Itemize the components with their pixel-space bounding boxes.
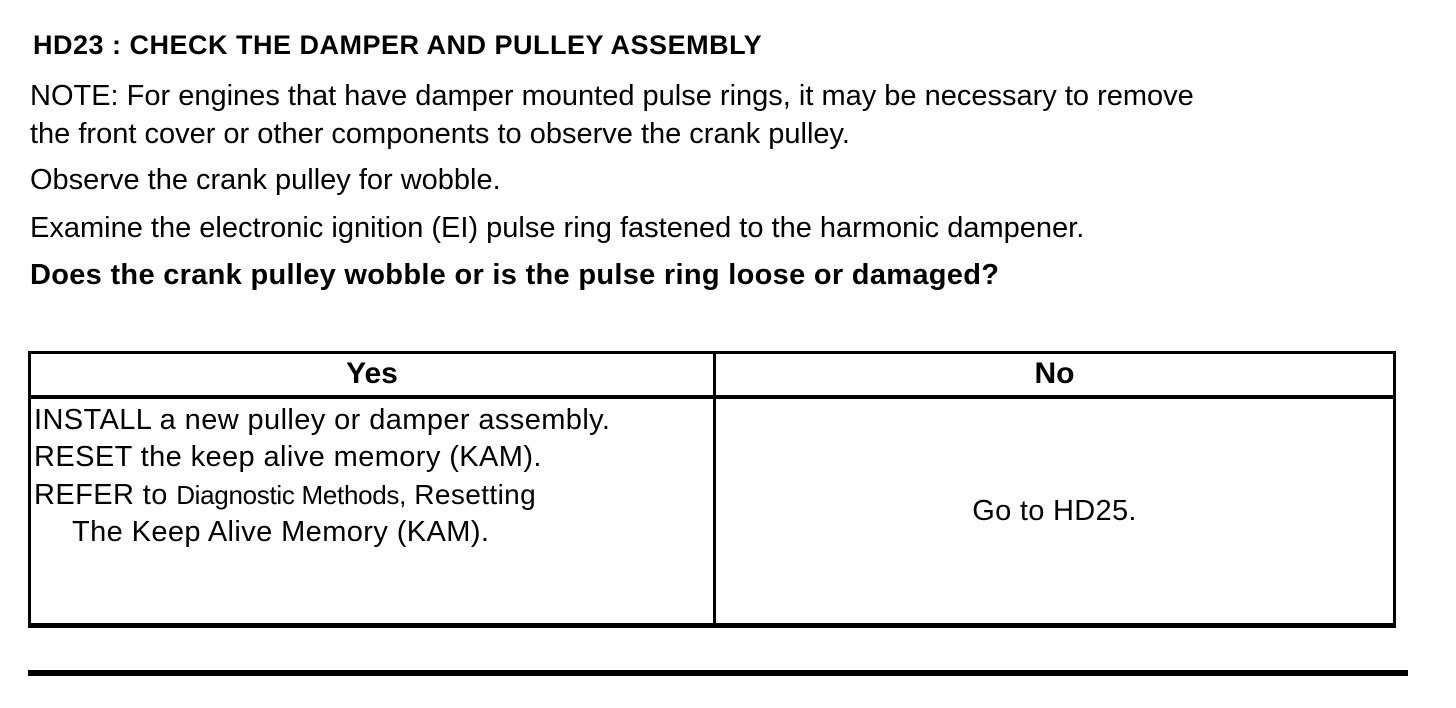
note-line-1: NOTE: For engines that have damper mount… — [30, 80, 1194, 112]
yes-action-refer: REFER to Diagnostic Methods, Resetting — [34, 476, 711, 514]
note-paragraph: NOTE: For engines that have damper mount… — [30, 77, 1194, 153]
decision-table-header-row: Yes No — [31, 354, 1393, 399]
yes-column-header: Yes — [31, 354, 716, 395]
note-line-2: the front cover or other components to o… — [30, 118, 850, 150]
refer-prefix: REFER to — [34, 479, 177, 511]
procedure-heading: HD23 : CHECK THE DAMPER AND PULLEY ASSEM… — [33, 30, 763, 60]
refer-continuation: The Keep Alive Memory (KAM). — [72, 516, 490, 548]
refer-suffix: Resetting — [406, 479, 537, 510]
no-action-goto: Go to HD25. — [972, 494, 1137, 527]
decision-question: Does the crank pulley wobble or is the p… — [30, 259, 1000, 291]
yes-action-cell: INSTALL a new pulley or damper assembly.… — [31, 399, 716, 623]
no-action-cell: Go to HD25. — [716, 399, 1393, 623]
decision-table: Yes No INSTALL a new pulley or damper as… — [28, 351, 1396, 628]
step-observe-pulley: Observe the crank pulley for wobble. — [30, 164, 501, 196]
no-column-header: No — [1034, 357, 1075, 390]
yes-action-reset: RESET the keep alive memory (KAM). — [34, 441, 542, 473]
decision-table-body-row: INSTALL a new pulley or damper assembly.… — [31, 399, 1393, 623]
step-examine-pulse-ring: Examine the electronic ignition (EI) pul… — [30, 212, 1085, 244]
yes-action-install: INSTALL a new pulley or damper assembly. — [34, 404, 611, 436]
section-divider-rule — [28, 670, 1408, 676]
refer-reference-title: Diagnostic Methods, — [176, 480, 407, 510]
